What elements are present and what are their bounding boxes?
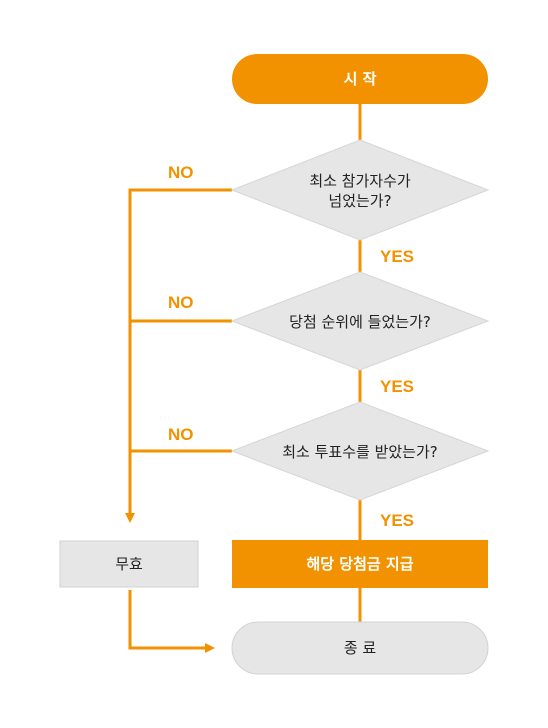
payout-label: 해당 당첨금 지급: [306, 555, 413, 573]
edge-label-no-1: NO: [168, 163, 194, 182]
decision-prize-rank-label: 당첨 순위에 들었는가?: [289, 313, 431, 331]
decision-min-votes: 최소 투표수를 받았는가?: [230, 401, 490, 501]
end-label: 종 료: [344, 639, 377, 657]
decision-min-participants: 최소 참가자수가 넘었는가?: [230, 139, 490, 241]
invalid-node: 무효: [59, 540, 199, 588]
invalid-label: 무효: [115, 555, 143, 573]
decision-min-participants-line2: 넘었는가?: [328, 192, 391, 210]
connector-invalid-end: [128, 590, 215, 653]
edge-label-yes-3: YES: [380, 511, 414, 530]
edge-label-yes-1: YES: [380, 247, 414, 266]
edge-label-no-3: NO: [168, 425, 194, 444]
decision-prize-rank: 당첨 순위에 들었는가?: [230, 271, 490, 371]
start-label: 시 작: [344, 70, 377, 88]
decision-min-votes-label: 최소 투표수를 받았는가?: [282, 443, 438, 461]
end-node: 종 료: [231, 621, 489, 675]
connectors: [125, 104, 362, 653]
connector-no1: [125, 188, 232, 523]
edge-label-no-2: NO: [168, 293, 194, 312]
payout-node: 해당 당첨금 지급: [232, 540, 488, 588]
start-node: 시 작: [232, 54, 488, 104]
edge-label-yes-2: YES: [380, 377, 414, 396]
decision-min-participants-line1: 최소 참가자수가: [309, 172, 411, 190]
